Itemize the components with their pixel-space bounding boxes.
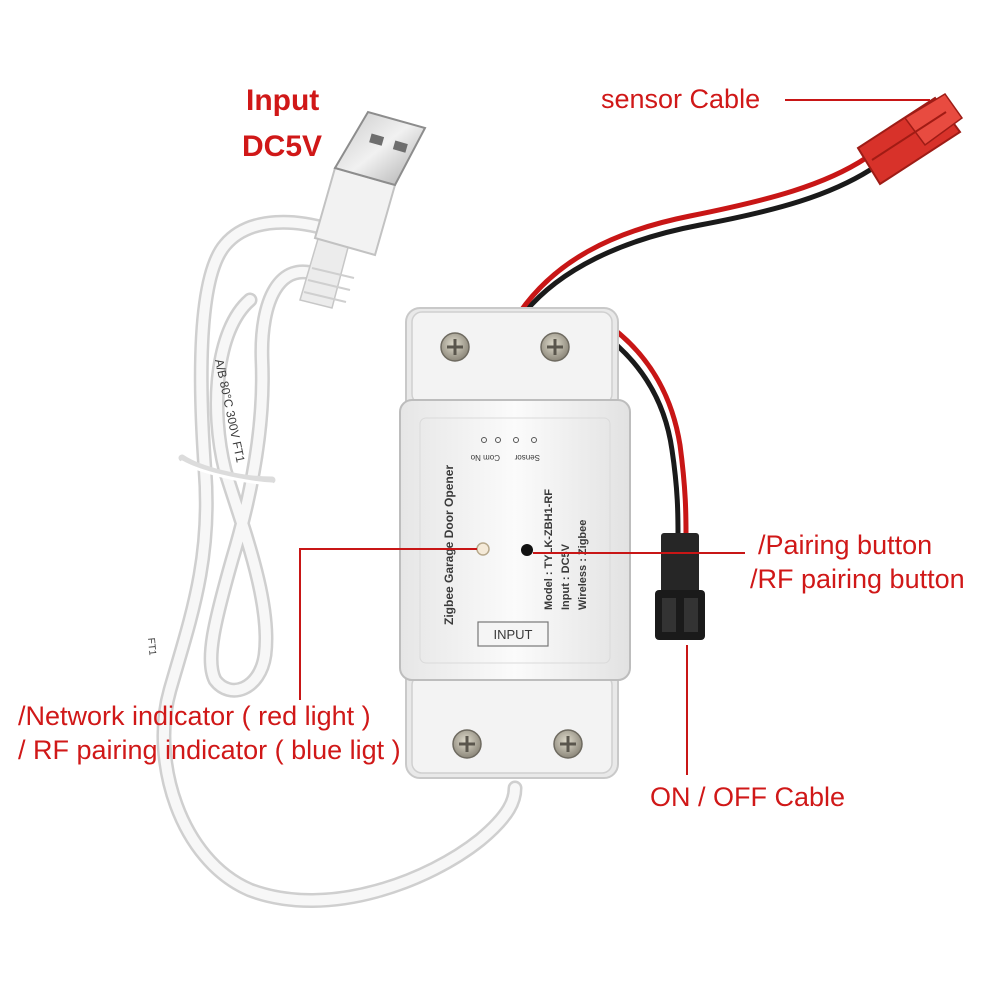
onoff-cable-label: ON / OFF Cable (650, 782, 846, 812)
input-tag-text: INPUT (494, 627, 533, 642)
screw-bottom-left (452, 729, 482, 759)
sensor-cable (517, 155, 873, 315)
device-wireless: Wireless : Zigbee (577, 520, 589, 610)
terminal-com-no-label: Com No (470, 453, 500, 462)
usb-plug (299, 110, 427, 309)
usb-cable (156, 214, 523, 908)
rf-pairing-indicator-label: / RF pairing indicator ( blue ligt ) (18, 735, 401, 765)
callout-lines (299, 99, 930, 775)
network-indicator-led (476, 542, 490, 556)
terminal-markers (481, 437, 537, 443)
device-input-rating: Input : DC5V (560, 543, 572, 610)
screw-top-right (540, 332, 570, 362)
cable-print-text-2: FT1 (145, 637, 158, 656)
screw-bottom-right (553, 729, 583, 759)
network-indicator-leader (299, 548, 477, 700)
screw-top-left (440, 332, 470, 362)
pairing-button-label: /Pairing button (758, 530, 933, 560)
device-housing (399, 307, 631, 779)
device-title: Zigbee Garage Door Opener (442, 465, 456, 625)
pairing-button[interactable] (521, 544, 533, 556)
input-label-line1: Input (246, 84, 320, 117)
device-model: Model : TYLK-ZBH1-RF (543, 489, 555, 610)
onoff-connector (655, 533, 705, 640)
sensor-connector (856, 92, 964, 186)
terminal-sensor-label: Sensor (514, 453, 540, 462)
rf-pairing-button-label: /RF pairing button (750, 564, 965, 594)
network-indicator-label: /Network indicator ( red light ) (18, 701, 371, 731)
sensor-cable-label: sensor Cable (601, 84, 761, 114)
input-label-line2: DC5V (242, 130, 323, 163)
onoff-cable (595, 319, 689, 538)
input-tag-box (477, 621, 549, 647)
